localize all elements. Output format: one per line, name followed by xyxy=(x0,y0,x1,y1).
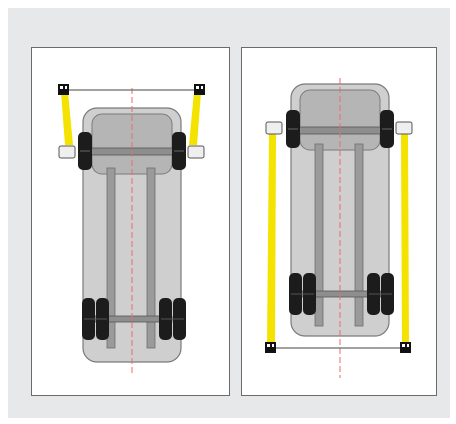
clamp-front-left xyxy=(265,121,283,135)
sensor-rear-right-icon xyxy=(400,342,411,353)
frame-rail-right xyxy=(354,143,364,327)
frame-rail-left xyxy=(314,143,324,327)
front-axle-diagram xyxy=(58,84,205,373)
frame-rail-right xyxy=(146,167,156,349)
right-laser-beam xyxy=(401,134,409,344)
frame-rail-left xyxy=(106,167,116,349)
sensor-rear-left-icon xyxy=(265,342,276,353)
sensor-front-left-icon xyxy=(58,84,69,95)
clamp-front-right xyxy=(395,121,413,135)
panel-front-axle xyxy=(31,47,230,396)
front-left-laser-beam xyxy=(61,92,73,145)
left-laser-beam xyxy=(267,134,276,344)
clamp-front-right xyxy=(187,145,205,159)
front-right-laser-beam xyxy=(189,92,201,145)
clamp-front-left xyxy=(58,145,76,159)
panel-full-vehicle xyxy=(241,47,437,396)
full-vehicle-diagram xyxy=(265,78,413,378)
sensor-front-right-icon xyxy=(194,84,205,95)
